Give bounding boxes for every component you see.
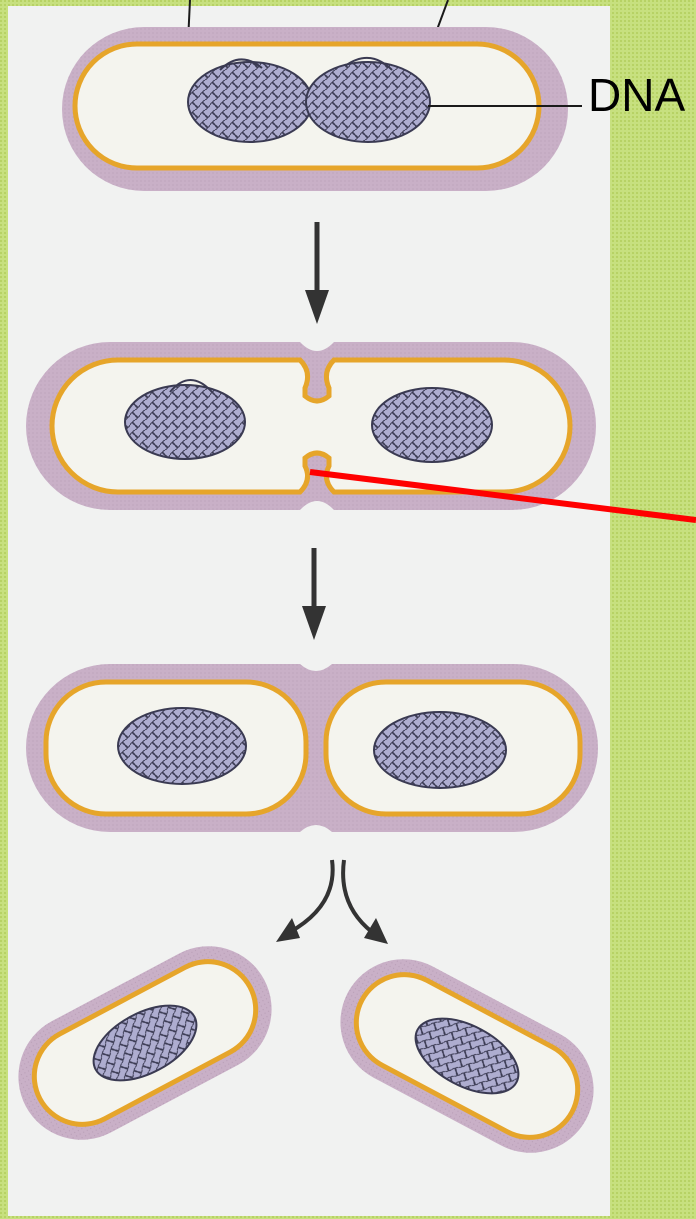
dna-nucleoid-right [372,388,492,462]
split-arrows [276,860,388,944]
dna-nucleoid-left [125,385,245,459]
dna-nucleoid-left [118,708,246,784]
parent-cell [62,0,582,191]
daughter-cell-left [0,924,294,1162]
dna-nucleoid-right [374,712,506,788]
down-arrow-1 [305,222,329,324]
dna-label: DNA [588,72,685,118]
daughter-cell-right [318,937,616,1175]
down-arrow-2 [302,548,326,640]
cell-septum-complete [26,664,598,832]
cell-septum-forming [26,342,696,520]
